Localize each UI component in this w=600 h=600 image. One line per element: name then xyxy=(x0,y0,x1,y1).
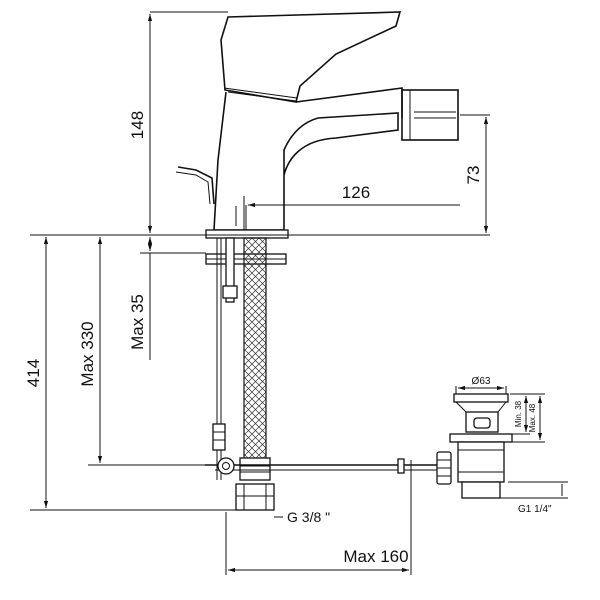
dim-max35-label: Max 35 xyxy=(128,294,147,350)
dim-126-label: 126 xyxy=(342,183,370,202)
popup-waste xyxy=(449,393,513,499)
threaded-stud xyxy=(225,237,235,303)
dim-min38-label: Min. 38 xyxy=(514,400,523,427)
mixer-column xyxy=(213,91,399,231)
waste-outlet xyxy=(461,481,501,499)
dim-63-label: Ø63 xyxy=(472,376,491,387)
dim-414-label: 414 xyxy=(24,359,43,387)
under-counter-assembly xyxy=(205,237,452,511)
extension-lines xyxy=(30,11,568,575)
dim-max330-label: Max 330 xyxy=(78,321,97,386)
dimension-lines xyxy=(43,14,563,573)
mixer-body xyxy=(175,11,459,239)
popup-rod xyxy=(177,166,215,205)
dim-g114-label: G1 1/4" xyxy=(518,504,552,515)
braided-hose xyxy=(243,237,267,465)
dim-max160-label: Max 160 xyxy=(343,547,408,566)
lever-handle xyxy=(220,11,402,103)
rod-knob xyxy=(217,457,235,475)
dim-73-label: 73 xyxy=(464,166,483,185)
spout-nozzle xyxy=(401,89,459,141)
dim-g38-label: G 3/8 " xyxy=(287,509,330,525)
dim-max48-label: Max. 48 xyxy=(528,403,537,432)
waste-body xyxy=(457,441,505,483)
dim-148-label: 148 xyxy=(128,111,147,139)
waste-cap xyxy=(453,393,509,403)
base-plate xyxy=(205,229,289,239)
g38-fitting xyxy=(235,483,275,511)
